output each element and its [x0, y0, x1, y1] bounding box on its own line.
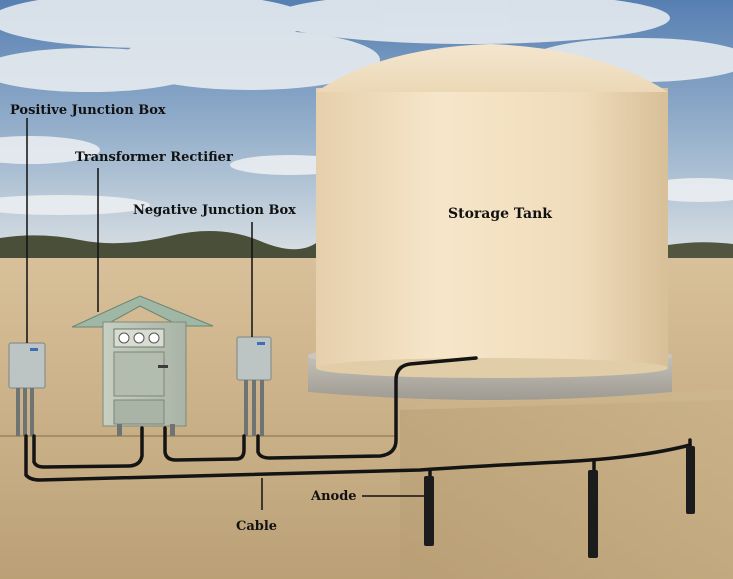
tank-bottom-edge	[316, 358, 668, 378]
transformer-rectifier	[71, 295, 214, 436]
cable-main	[24, 434, 692, 482]
soil-cutaway-face	[400, 400, 733, 579]
label-storage-tank: Storage Tank	[448, 206, 552, 222]
anodes	[424, 446, 695, 558]
storage-tank	[308, 44, 672, 400]
tree-line-right	[668, 242, 733, 262]
leader-lines	[26, 118, 424, 510]
label-cable: Cable	[236, 519, 277, 534]
label-negative-junction-box: Negative Junction Box	[133, 203, 296, 218]
cable-rectifier-to-negative	[163, 426, 246, 462]
tree-line	[0, 231, 320, 262]
cable-negative-to-tank	[256, 356, 478, 460]
anode-1	[424, 476, 434, 546]
cable-positive-to-rectifier	[32, 426, 144, 469]
tank-shell	[316, 88, 668, 368]
tank-dome	[316, 44, 668, 92]
positive-junction-box	[8, 342, 46, 436]
cable-network	[24, 356, 692, 482]
label-anode: Anode	[310, 489, 357, 504]
anode-2	[588, 470, 598, 558]
label-positive-junction-box: Positive Junction Box	[10, 103, 166, 118]
label-transformer-rectifier: Transformer Rectifier	[75, 150, 233, 165]
anode-3	[686, 446, 695, 514]
negative-junction-box	[236, 336, 272, 436]
